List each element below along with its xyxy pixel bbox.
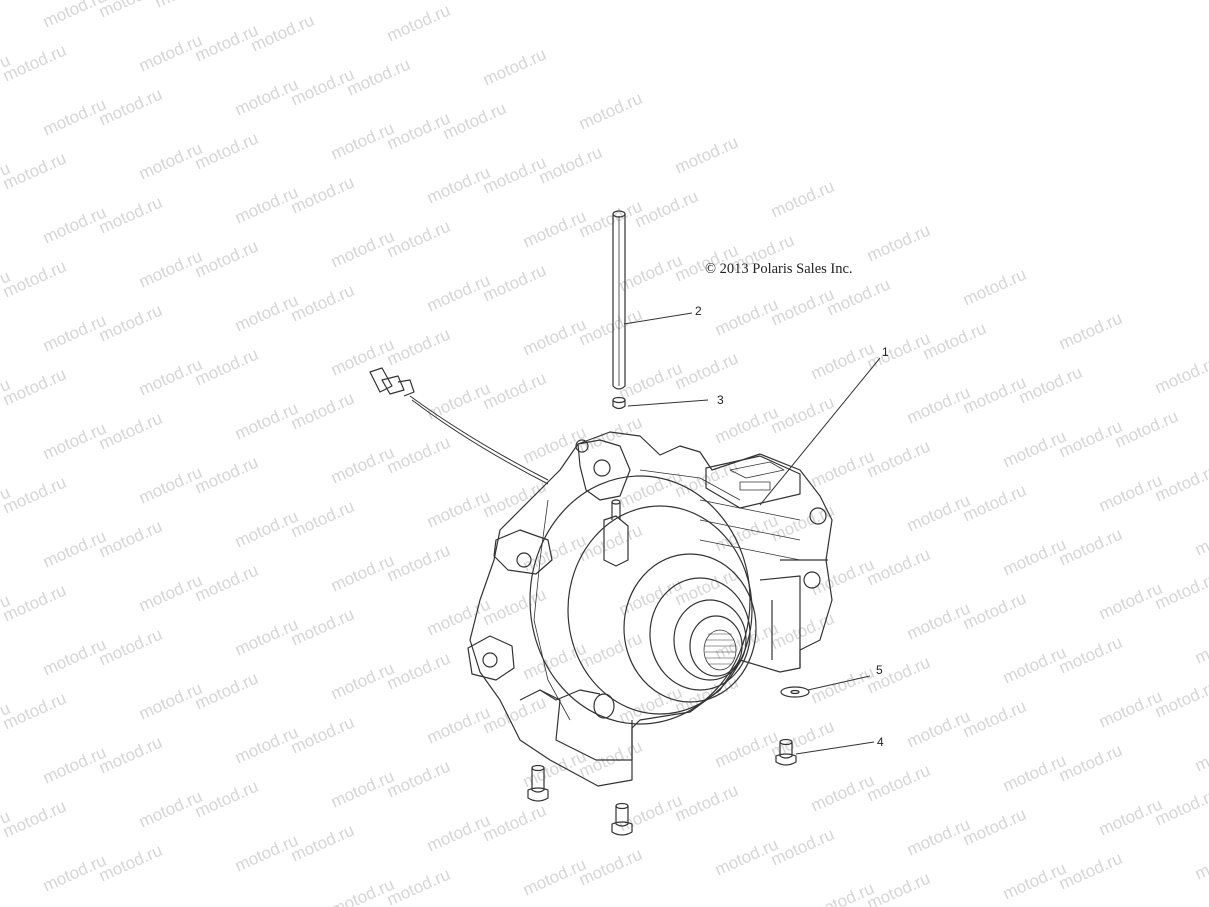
speed-sensor [369, 367, 549, 485]
cap [612, 396, 626, 410]
washer [780, 686, 810, 698]
leader-line-5 [807, 675, 871, 691]
callout-1: 1 [882, 345, 889, 359]
bolt-lower-right [611, 802, 633, 836]
callout-4: 4 [877, 735, 884, 749]
callout-5: 5 [876, 663, 883, 677]
copyright-text: © 2013 Polaris Sales Inc. [705, 261, 853, 277]
callout-2: 2 [695, 304, 702, 318]
leader-lines [623, 312, 881, 755]
leader-line-2 [623, 312, 693, 325]
leader-line-1 [759, 357, 881, 506]
bolt [775, 738, 797, 766]
bolt-lower-left [527, 764, 549, 802]
leader-line-4 [795, 741, 875, 755]
callout-3: 3 [717, 393, 724, 407]
gearcase-housing [467, 431, 833, 787]
leader-line-3 [627, 399, 709, 407]
vent-tube [612, 210, 626, 390]
